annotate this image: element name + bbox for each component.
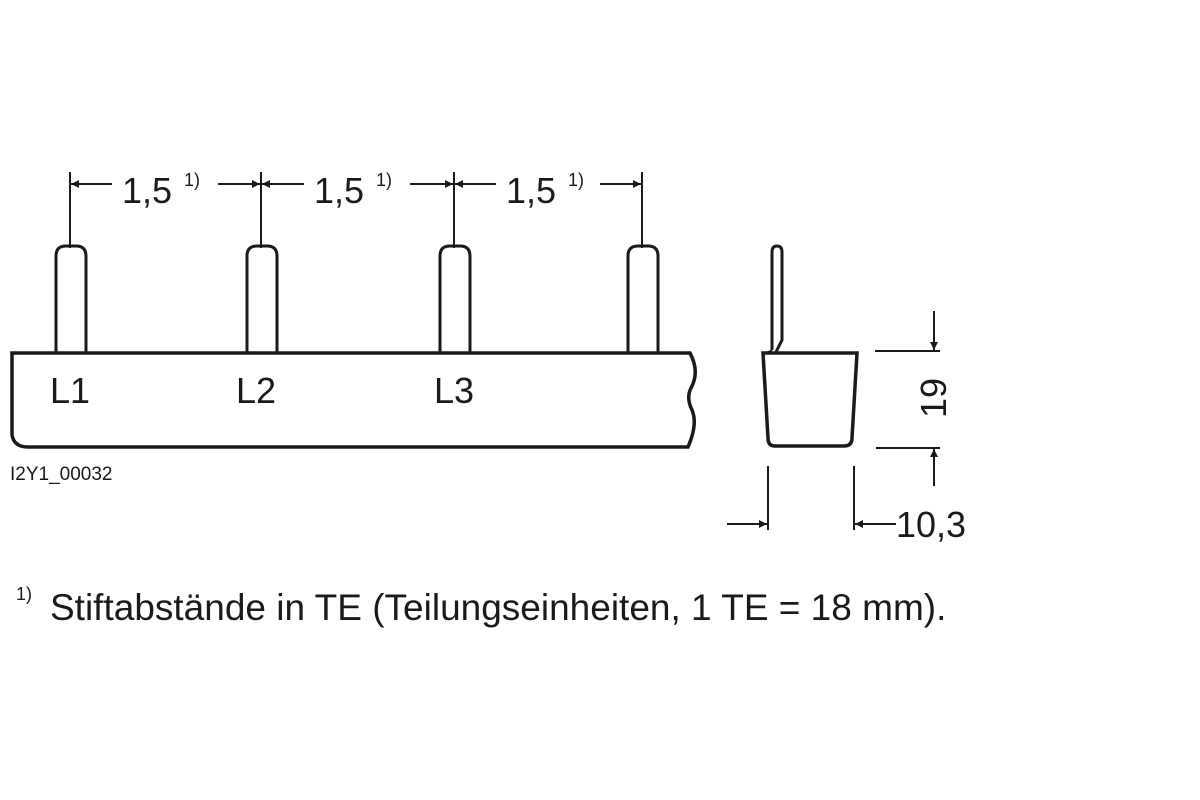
pin-3: [438, 244, 472, 352]
phase-label-l3: L3: [434, 370, 474, 411]
svg-text:1,5: 1,5: [506, 170, 556, 211]
phase-label-l1: L1: [50, 370, 90, 411]
side-body: [761, 351, 859, 448]
footnote-text: Stiftabstände in TE (Teilungseinheiten, …: [50, 587, 946, 628]
height-dimension: [875, 311, 940, 486]
busbar-body: [10, 351, 697, 449]
width-value: 10,3: [896, 504, 966, 545]
pin-2: [245, 244, 279, 352]
pins: [54, 244, 660, 352]
spacing-label-3: 1,5 1): [506, 170, 584, 211]
drawing-id: I2Y1_00032: [10, 464, 113, 485]
footnote: 1) Stiftabstände in TE (Teilungseinheite…: [16, 584, 946, 628]
footnote-mark: 1): [16, 584, 32, 604]
svg-text:1): 1): [184, 170, 200, 190]
spacing-label-2: 1,5 1): [314, 170, 392, 211]
height-value: 19: [913, 378, 954, 418]
spacing-label-1: 1,5 1): [122, 170, 200, 211]
pin-4: [626, 244, 660, 352]
svg-text:1): 1): [376, 170, 392, 190]
svg-text:1,5: 1,5: [122, 170, 172, 211]
svg-text:1): 1): [568, 170, 584, 190]
front-view: 1,5 1) 1,5 1) 1,5 1) L1 L2 L3 I2Y1_00032: [10, 170, 697, 485]
side-view: 19 10,3: [727, 244, 966, 545]
extension-lines: [69, 172, 643, 248]
phase-label-l2: L2: [236, 370, 276, 411]
side-pin: [770, 244, 784, 353]
width-dimension: [727, 466, 896, 530]
pin-1: [54, 244, 88, 352]
svg-text:1,5: 1,5: [314, 170, 364, 211]
